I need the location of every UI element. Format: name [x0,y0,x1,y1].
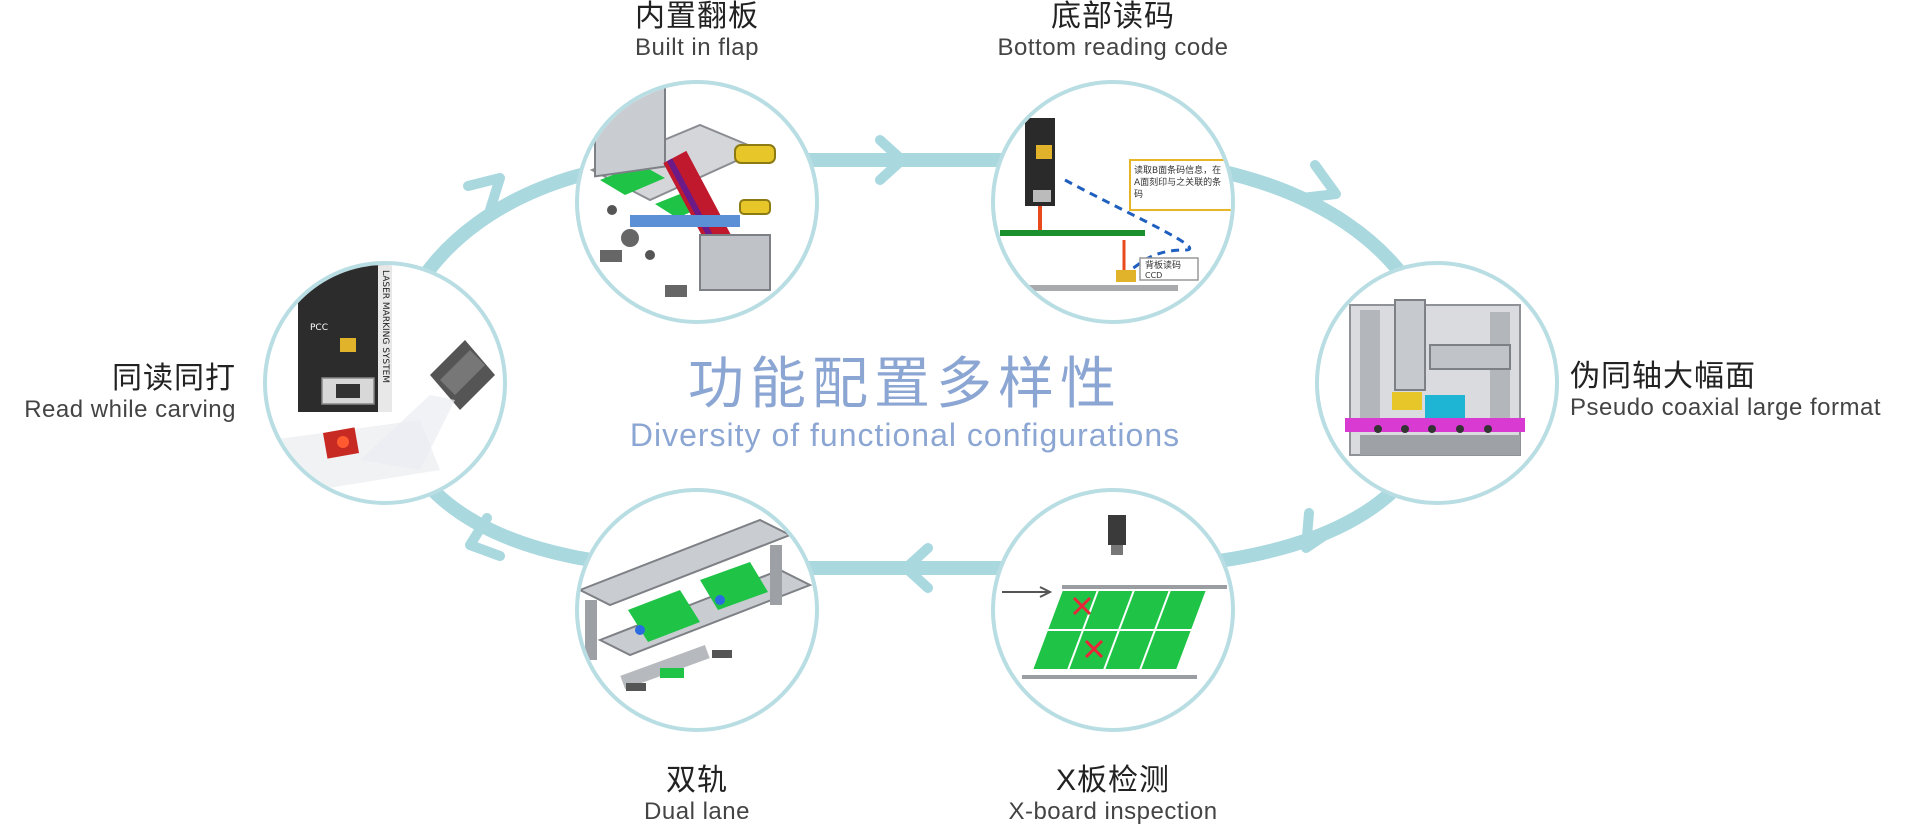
node-built-in-flap [575,80,819,324]
arrow-top-right-icon [875,135,907,185]
brand-text: PCC [310,323,328,333]
flow-arrows [463,135,1345,593]
center-title-cn: 功能配置多样性 [688,352,1122,415]
arrow-left-top-icon [463,173,505,215]
arrow-right-bottom-icon [1301,508,1345,553]
arrow-left-bottom-icon [465,513,505,561]
label-en: Read while carving [24,396,236,423]
laser-marker-camera-icon: LASER MARKING SYSTEM PCC [270,265,495,495]
node-bottom-reading-code: 读取B面条码信息，在 A面刻印与之关联的条 码 背板读码 CCD [991,80,1235,324]
callout-text-2: A面刻印与之关联的条 [1134,176,1221,188]
ccd-label: CCD [1145,271,1162,280]
label-bottom-reading-code: 底部读码 Bottom reading code [960,0,1266,62]
node-dual-lane [575,488,819,732]
node-x-board-inspection [991,488,1235,732]
label-cn: 内置翻板 [635,0,759,33]
node-pseudo-coaxial [1315,261,1559,505]
center-title: 功能配置多样性 Diversity of functional configur… [560,352,1250,454]
label-en: Pseudo coaxial large format [1570,394,1881,421]
label-cn: 底部读码 [1051,0,1175,33]
arrow-right-top-icon [1297,160,1341,203]
device-text: LASER MARKING SYSTEM [380,270,390,383]
label-en: Bottom reading code [997,34,1229,61]
label-x-board-inspection: X板检测 X-board inspection [980,764,1246,826]
label-cn: 同读同打 [112,362,236,395]
x-board-inspection-icon [1002,515,1227,679]
ccd-text: 背板读码 [1145,259,1181,271]
dual-lane-conveyor-icon [579,518,813,691]
arrow-bottom-left-icon [901,543,933,593]
bottom-code-reader-icon: 读取B面条码信息，在 A面刻印与之关联的条 码 背板读码 CCD [1000,118,1231,291]
label-dual-lane: 双轨 Dual lane [597,764,797,826]
label-cn: 伪同轴大幅面 [1570,360,1756,393]
label-read-while-carving: 同读同打 Read while carving [0,362,236,424]
label-built-in-flap: 内置翻板 Built in flap [560,0,834,62]
node-read-while-carving: LASER MARKING SYSTEM PCC [263,261,507,505]
callout-text-3: 码 [1134,189,1143,200]
flip-board-mechanism-icon [589,84,776,297]
label-en: X-board inspection [1008,798,1218,825]
label-cn: X板检测 [1055,764,1170,797]
center-title-en: Diversity of functional configurations [629,417,1181,453]
label-en: Dual lane [644,798,750,825]
label-cn: 双轨 [666,764,728,797]
callout-text: 读取B面条码信息，在 [1134,164,1221,176]
label-pseudo-coaxial: 伪同轴大幅面 Pseudo coaxial large format [1570,360,1920,422]
large-format-machine-icon [1345,299,1525,456]
label-en: Built in flap [635,34,759,61]
